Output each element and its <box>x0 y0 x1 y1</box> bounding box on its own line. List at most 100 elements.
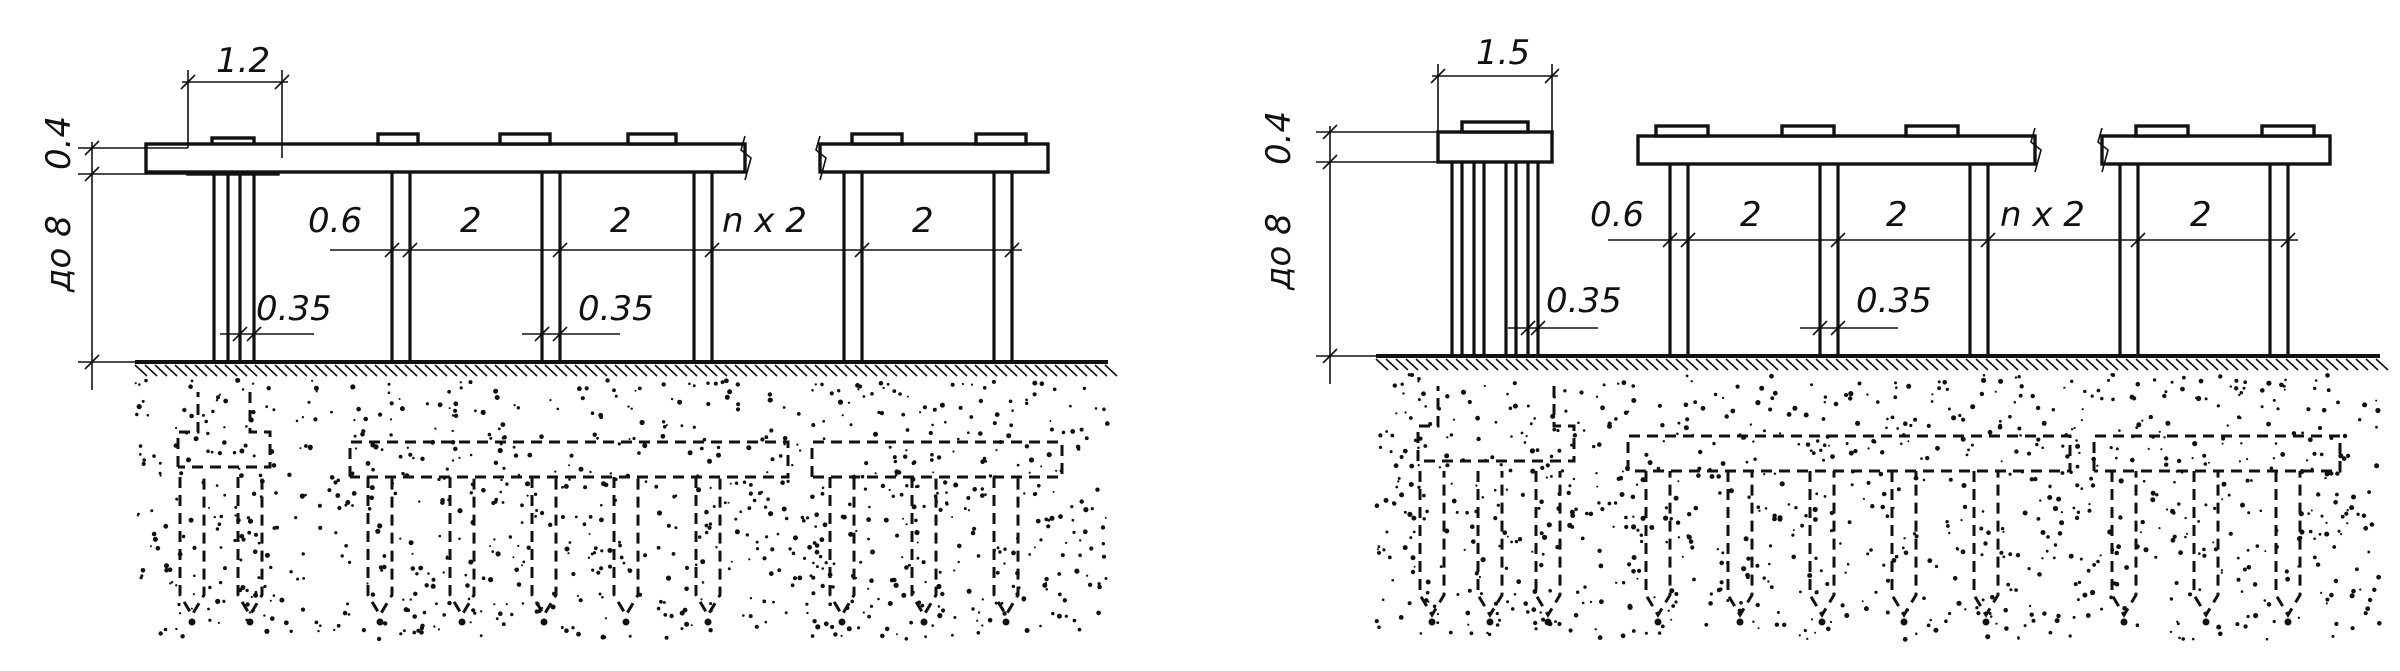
ground-hatch <box>944 364 958 377</box>
ground-hatch <box>274 364 288 377</box>
soil-dot <box>556 407 560 411</box>
soil-dot <box>815 565 819 569</box>
soil-dot <box>924 580 927 584</box>
soil-dot <box>1870 504 1875 509</box>
soil-dot <box>1557 448 1562 453</box>
soil-dot <box>182 407 187 413</box>
soil-dot <box>469 453 473 457</box>
ground-hatch <box>1745 358 1759 371</box>
soil-dot <box>2307 437 2313 443</box>
soil-dot <box>1716 587 1722 593</box>
soil-dot <box>967 431 970 435</box>
soil-dot <box>373 444 379 450</box>
soil-dot <box>283 620 289 626</box>
soil-dot <box>508 535 513 539</box>
soil-dot <box>451 429 454 433</box>
soil-dot <box>1693 505 1699 511</box>
soil-dot <box>223 566 227 571</box>
ground-hatch <box>1024 364 1038 377</box>
soil-dot <box>1534 627 1538 631</box>
soil-dot <box>458 456 461 459</box>
soil-dot <box>680 424 684 428</box>
soil-dot <box>842 514 847 520</box>
soil-dot <box>768 398 773 402</box>
ground-hatch <box>1975 358 1989 371</box>
soil-dot <box>2221 436 2226 441</box>
soil-dot <box>1529 422 1533 426</box>
soil-dot <box>376 636 382 642</box>
ground-hatch <box>2005 358 2019 371</box>
pile-label-b: 0.35 <box>1856 281 1932 321</box>
soil-dot <box>706 401 711 407</box>
soil-dot <box>2150 497 2156 503</box>
dimension-tick <box>552 242 568 258</box>
soil-dot <box>957 560 960 564</box>
soil-dot <box>1087 582 1093 587</box>
soil-dot <box>2202 453 2207 458</box>
soil-dot <box>928 430 933 436</box>
dimension-tick <box>1530 320 1546 336</box>
soil-dot <box>251 409 256 415</box>
soil-dot <box>1377 545 1381 549</box>
soil-dot <box>1799 590 1802 594</box>
soil-dot <box>1811 618 1814 621</box>
soil-dot <box>966 588 972 594</box>
soil-dot <box>1720 461 1726 466</box>
soil-dot <box>540 510 545 516</box>
soil-dot <box>158 471 162 475</box>
soil-dot <box>2196 395 2202 402</box>
ground-hatch <box>2335 358 2349 371</box>
soil-dot <box>662 425 667 429</box>
soil-dot <box>2329 592 2334 598</box>
soil-dot <box>1070 505 1074 509</box>
soil-dot <box>1709 474 1715 479</box>
soil-dot <box>1787 503 1791 506</box>
soil-dot <box>821 486 825 490</box>
soil-dot <box>1719 580 1724 585</box>
soil-dot <box>729 482 732 485</box>
soil-dot <box>1417 446 1420 450</box>
soil-dot <box>1592 444 1596 449</box>
soil-dot <box>644 480 648 483</box>
soil-dot <box>2272 457 2276 460</box>
soil-dot <box>2198 378 2204 384</box>
soil-dot <box>1741 566 1747 572</box>
soil-dot <box>1084 436 1089 441</box>
soil-dot <box>526 545 531 550</box>
soil-dot <box>637 451 641 455</box>
soil-dot <box>1681 555 1684 558</box>
soil-dot <box>2226 424 2229 427</box>
soil-dot <box>841 414 844 417</box>
ground-hatch <box>664 364 678 377</box>
soil-dot <box>2107 378 2111 382</box>
ground-hatch <box>1525 358 1539 371</box>
ground-hatch <box>1515 358 1529 371</box>
soil-dot <box>247 530 252 535</box>
soil-dot <box>1920 457 1923 460</box>
soil-dot <box>1657 403 1662 408</box>
soil-dot <box>263 584 267 589</box>
ground-hatch <box>1885 358 1899 371</box>
driven-pile <box>448 477 476 618</box>
soil-dot <box>307 444 313 450</box>
soil-dot <box>346 602 349 606</box>
soil-dot <box>604 617 608 620</box>
soil-dot <box>1922 478 1926 482</box>
soil-dot <box>978 431 983 436</box>
soil-dot <box>2229 385 2232 388</box>
soil-dot <box>2006 582 2011 587</box>
soil-dot <box>1024 444 1030 449</box>
ground-hatch <box>2305 358 2319 371</box>
soil-dot <box>1469 631 1474 636</box>
soil-dot <box>2135 381 2141 387</box>
soil-dot <box>149 545 152 548</box>
soil-dot <box>317 503 322 508</box>
soil-dot <box>501 436 506 440</box>
soil-dot <box>969 415 974 419</box>
ground-hatch <box>474 364 488 377</box>
soil-dot <box>1022 597 1026 602</box>
soil-dot <box>2158 430 2161 433</box>
soil-dot <box>724 394 730 400</box>
soil-dot <box>1644 631 1648 635</box>
soil-dot <box>188 517 194 523</box>
